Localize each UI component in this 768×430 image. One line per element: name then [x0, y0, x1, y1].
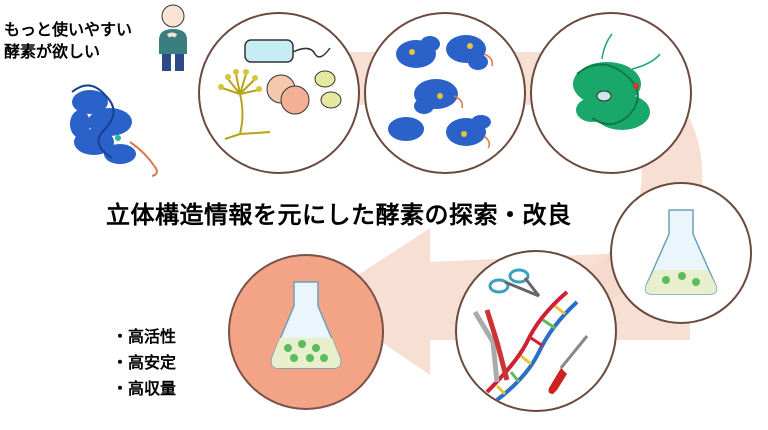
multiple-proteins-circle	[364, 12, 526, 174]
result-item-yield: ・高収量	[112, 381, 177, 398]
pliers-icon	[472, 309, 510, 383]
gene-editing-tools-icon	[472, 268, 589, 402]
result-flask-icon	[270, 281, 342, 369]
gene-editing-circle	[455, 250, 617, 412]
multiple-protein-structures-icon	[388, 35, 494, 149]
microbe-circle	[198, 12, 360, 174]
result-circle	[228, 254, 384, 410]
speech-line-2: 酵素が欲しい	[4, 44, 101, 61]
result-list: ・高活性 ・高安定 ・高収量	[112, 325, 176, 403]
screwdriver-icon	[548, 335, 589, 394]
scissors-icon	[488, 268, 541, 298]
green-protein-structure-icon	[573, 33, 661, 130]
protein-structure-icon	[70, 84, 158, 177]
microbe-cluster-icon	[218, 39, 342, 140]
speech-line-1: もっと使いやすい	[4, 22, 133, 39]
flask-circle	[610, 182, 752, 324]
flask-icon	[644, 209, 718, 295]
speech-text: もっと使いやすい 酵素が欲しい	[4, 20, 132, 64]
result-item-activity: ・高活性	[112, 329, 177, 346]
page-title: 立体構造情報を元にした酵素の探索・改良	[106, 202, 572, 229]
green-protein-circle	[530, 12, 692, 174]
result-item-stability: ・高安定	[112, 355, 177, 372]
person-icon	[159, 4, 187, 71]
dna-icon	[485, 290, 579, 402]
